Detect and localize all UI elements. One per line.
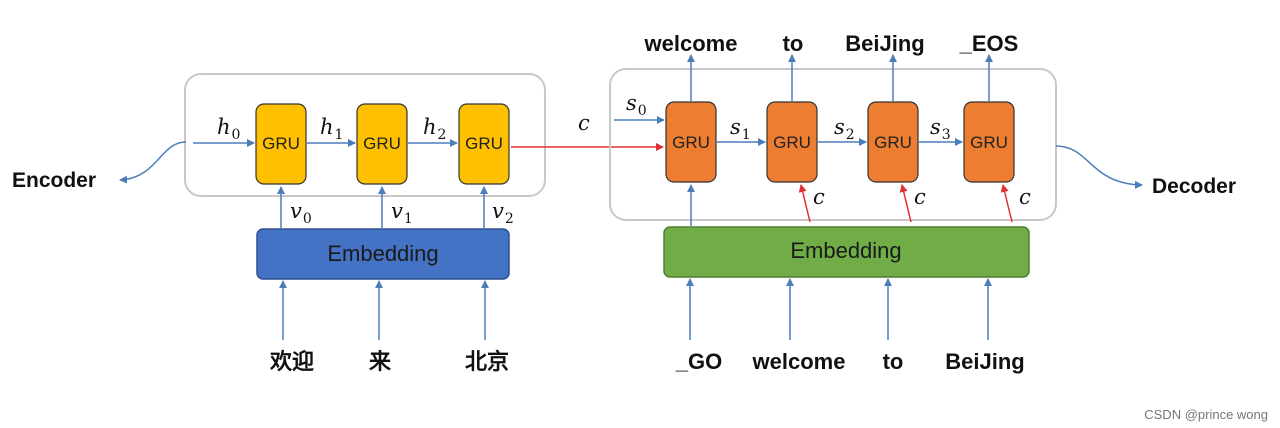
v2-label: v2 (492, 199, 514, 227)
context-arrow-3 (1000, 184, 1013, 223)
context-label: c (578, 111, 590, 135)
encoder-input-0: 欢迎 (269, 349, 314, 374)
decoder-output-2: BeiJing (845, 31, 924, 56)
decoder-container (609, 68, 1057, 221)
decoder-output-3: _EOS (959, 31, 1019, 56)
encoder-gru-1-label: GRU (363, 134, 401, 153)
h1-label: h1 (320, 115, 343, 143)
h0-label: h0 (217, 115, 240, 143)
s0-label: s0 (626, 91, 647, 119)
encoder-embedding-label: Embedding (327, 241, 438, 266)
encoder-gru-0-label: GRU (262, 134, 300, 153)
decoder-gru-0-label: GRU (672, 133, 710, 152)
decoder-input-0: _GO (675, 349, 722, 374)
decoder-gru-2-label: GRU (874, 133, 912, 152)
decoder-gru-1 (766, 101, 818, 183)
s1-label: s1 (730, 115, 751, 143)
encoder-embedding (256, 228, 510, 280)
context-label-2: c (914, 185, 926, 209)
decoder-output-1: to (783, 31, 804, 56)
decoder-input-3: BeiJing (945, 349, 1024, 374)
encoder-gru-1 (356, 103, 408, 185)
s2-label: s2 (834, 115, 855, 143)
decoder-gru-3-label: GRU (970, 133, 1008, 152)
encoder-pointer-arrow (119, 141, 187, 184)
context-arrow-1 (798, 184, 811, 223)
decoder-gru-2 (867, 101, 919, 183)
encoder-input-2: 北京 (465, 349, 509, 374)
encoder-gru-2 (458, 103, 510, 185)
decoder-embedding (663, 226, 1030, 278)
context-label-1: c (813, 185, 825, 209)
decoder-gru-0 (665, 101, 717, 183)
decoder-pointer-arrow (1055, 145, 1143, 189)
decoder-input-2: to (883, 349, 904, 374)
decoder-input-1: welcome (752, 349, 846, 374)
encoder-container (184, 73, 546, 197)
encoder-gru-2-label: GRU (465, 134, 503, 153)
encoder-gru-0 (255, 103, 307, 185)
context-arrow-2 (899, 184, 912, 223)
decoder-embedding-label: Embedding (790, 238, 901, 263)
decoder-gru-1-label: GRU (773, 133, 811, 152)
context-label-3: c (1019, 185, 1031, 209)
v0-label: v0 (290, 199, 312, 227)
s3-label: s3 (930, 115, 951, 143)
decoder-label: Decoder (1152, 175, 1236, 198)
watermark: CSDN @prince wong (1144, 407, 1268, 422)
encoder-label: Encoder (12, 169, 96, 192)
decoder-gru-3 (963, 101, 1015, 183)
encoder-input-1: 来 (368, 349, 392, 374)
decoder-output-0: welcome (644, 31, 738, 56)
v1-label: v1 (391, 199, 413, 227)
h2-label: h2 (423, 115, 446, 143)
